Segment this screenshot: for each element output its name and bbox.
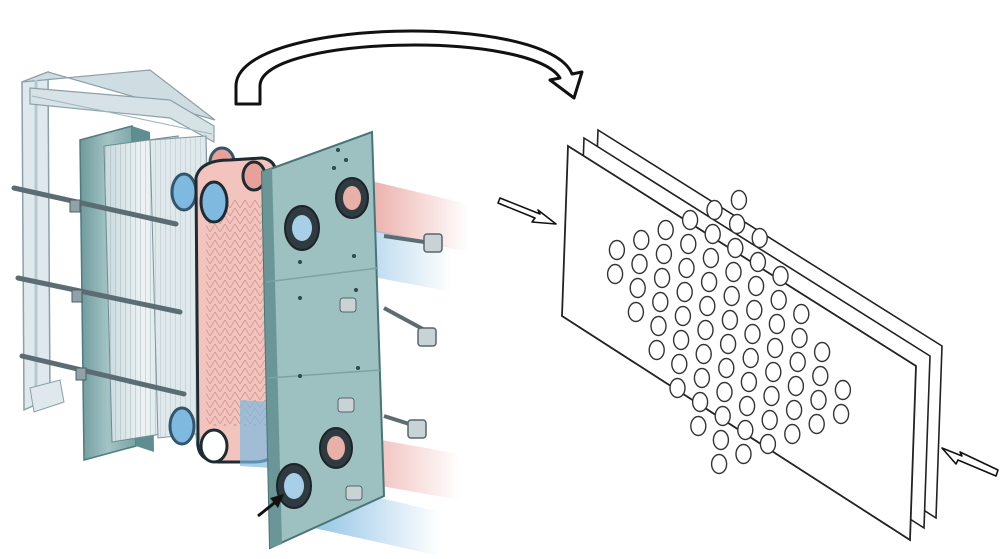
plate-hole [737,419,754,441]
plate-hole [738,395,756,417]
plate-hole [784,423,801,445]
plate-hole [723,285,740,307]
plate-hole [718,357,735,379]
plate-hole [770,289,787,311]
plate-hole [791,327,808,349]
plate-hole [725,261,742,283]
plate-hole [747,275,765,297]
inlet-arrow-icon [497,197,557,225]
plate-hole [648,339,665,361]
heat-exchanger-illustration [11,69,468,556]
plate-hole [693,367,711,389]
plate-hole [681,209,699,231]
plate-hole [631,253,648,275]
plate-hole [812,365,829,387]
top-carrying-rail [29,87,215,144]
plate-hole [671,353,688,375]
plate-hole [749,251,767,273]
plate-hole [765,361,782,383]
nozzles [276,177,369,509]
plate-hole [702,247,720,269]
exploded-transfer-plate [194,156,284,464]
pointer-arrow-icon [257,494,284,518]
plate-hole [719,333,737,355]
plate-port-lower-cold [199,428,229,464]
plate-holes [606,189,852,475]
plate-hole [650,315,667,337]
transition-arrow-icon [234,29,584,106]
plate-hole [787,375,805,397]
plate-hole [763,385,780,407]
back-support-frame [21,69,216,413]
nozzle-hot-outlet [319,427,353,469]
outlet-arrow-icon [941,447,999,477]
nozzle-hot-inlet [335,177,369,219]
plate-hole [629,277,646,299]
port-top-left [170,172,198,212]
plate-hole [704,223,721,245]
plate-hole [728,213,746,235]
plate-hole [606,263,624,285]
tie-bolts [11,185,187,397]
plate-hole [789,351,806,373]
plate-hole [716,381,733,403]
nozzle-cold-outlet [284,205,320,251]
plate-hole [678,257,695,279]
plate-hole [730,189,748,211]
front-plate [561,144,917,542]
plate-hole [808,413,825,435]
plate-hole [744,323,761,345]
plate-hole [669,377,686,399]
plate-hole [690,415,707,437]
plate-hole [672,329,690,351]
plate-hole [761,409,778,431]
plate-hole [810,389,827,411]
plate-hole [652,291,669,313]
plate-hole [712,429,730,451]
plate-hole [832,403,850,425]
plate-hole [834,379,852,401]
plate-hole [785,399,803,421]
plate-hole [793,303,810,325]
bolt-ends [337,233,443,501]
plate-hole [691,391,709,413]
plate-hole [699,295,716,317]
plate-hole [740,371,758,393]
tie-bolt-nuts [69,199,87,381]
plate-hole [700,271,718,293]
plate-hole [742,347,759,369]
plate-hole [657,219,674,241]
plate-hole [735,443,752,465]
plate-hole [608,239,626,261]
plate-hole [680,233,697,255]
plate-hole [695,343,712,365]
plate-port-upper-cold [199,180,229,224]
plate-hole [766,337,784,359]
nozzle-cold-inlet [276,463,312,509]
perforated-plate-stack [561,128,943,542]
plate-hole [768,313,786,335]
plate-hole [697,319,714,341]
plate-hole [751,227,768,249]
plate-hole [721,309,739,331]
plate-hole [627,301,645,323]
plate-hole [676,281,693,303]
plate-hole [727,237,744,259]
plate-hole [710,453,728,475]
plate-hole [772,265,789,287]
port-bottom-left [168,406,196,446]
plate-hole [746,299,763,321]
plate-hole [653,267,671,289]
plate-hole [674,305,692,327]
plate-hole [633,229,650,251]
plate-hole [714,405,731,427]
plate-hole [759,433,777,455]
plate-hole [813,341,831,363]
plate-hole [706,199,723,221]
plate-hole [655,243,673,265]
